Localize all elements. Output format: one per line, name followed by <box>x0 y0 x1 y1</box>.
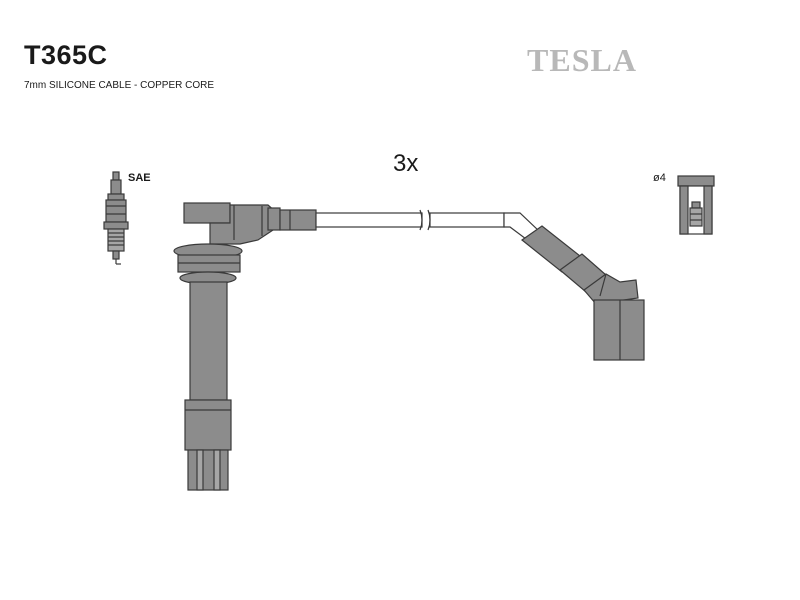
quantity-label: 3x <box>393 150 419 177</box>
brand-logo: TESLA <box>527 42 637 78</box>
terminal-section-icon <box>677 175 715 235</box>
cable-icon <box>315 209 541 243</box>
cable-description: 7mm SILICONE CABLE - COPPER CORE <box>24 80 215 91</box>
spark-plug-type-label: SAE <box>128 172 151 184</box>
plug-boot-icon <box>173 202 317 491</box>
spark-plug-icon <box>103 171 129 265</box>
terminal-diameter-label: ø4 <box>653 172 666 184</box>
angled-boot-icon <box>520 225 645 361</box>
part-number-title: T365C <box>24 40 108 70</box>
